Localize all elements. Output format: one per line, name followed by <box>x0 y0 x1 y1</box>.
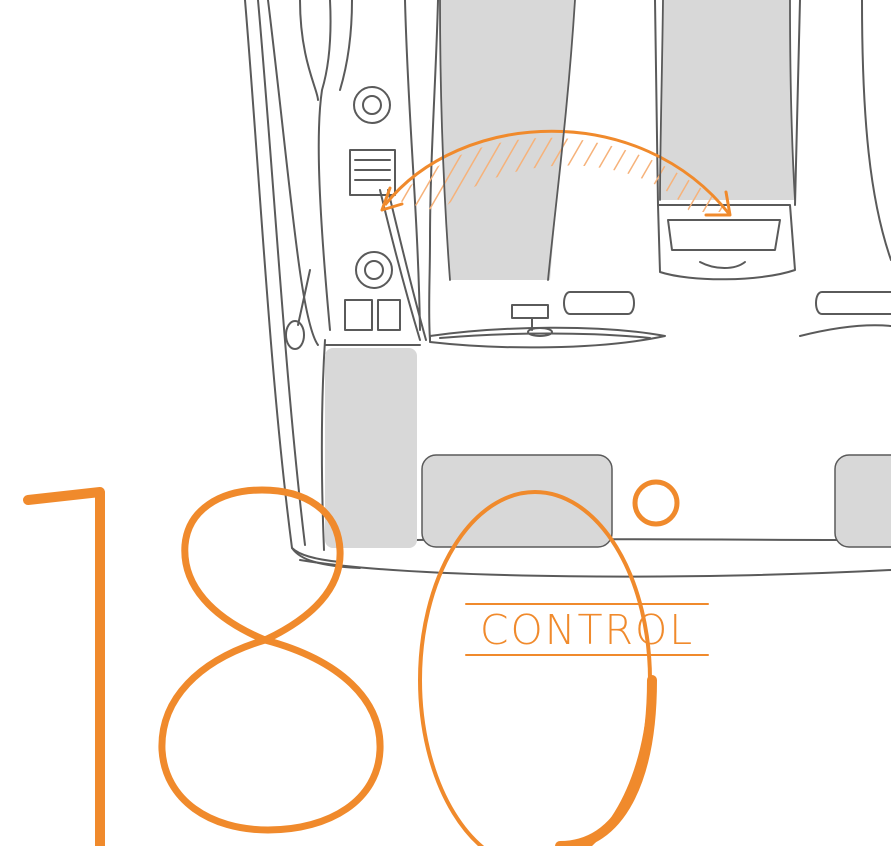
degree-symbol-icon <box>632 479 680 527</box>
digit-one <box>23 487 105 846</box>
digit-eight <box>158 486 384 834</box>
digit-zero <box>418 490 657 846</box>
rotation-arrow-icon <box>380 129 732 217</box>
control-label: CONTROL <box>479 606 695 654</box>
